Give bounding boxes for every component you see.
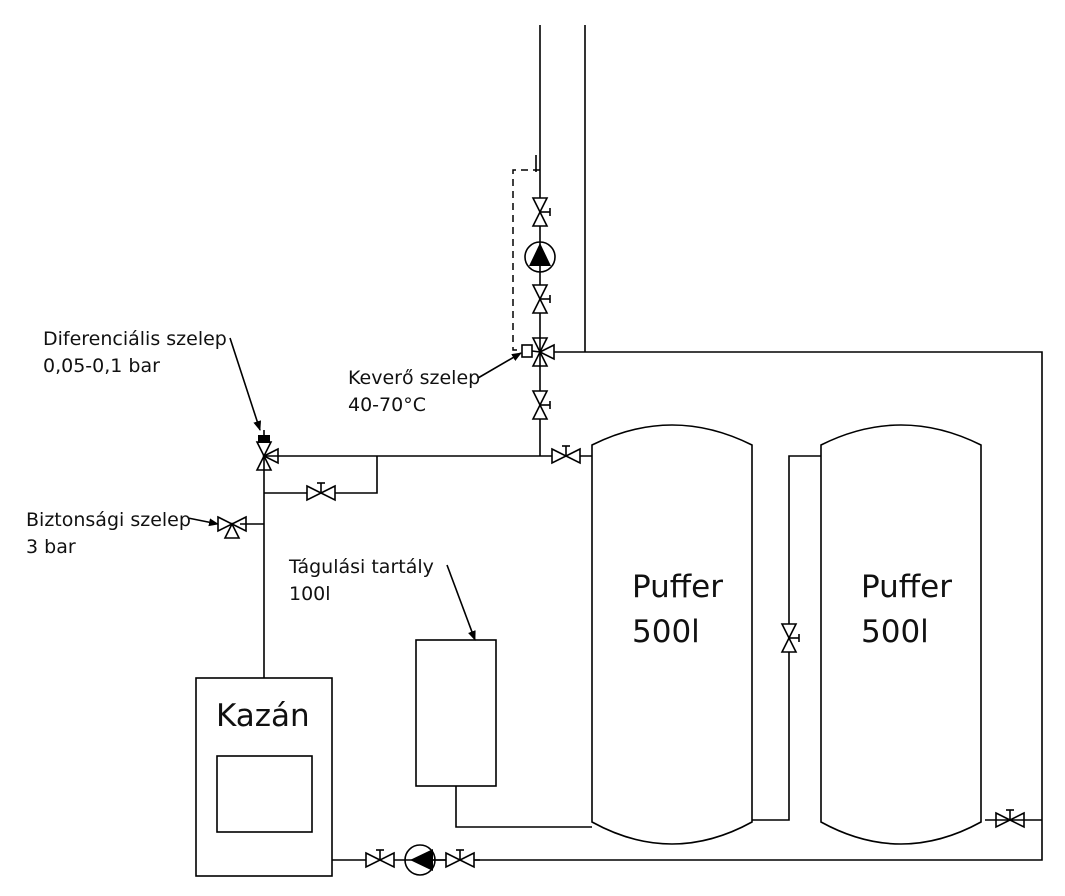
shutoff-valve-icon [551,445,581,464]
expansion-tank-label: Tágulási tartály [288,556,434,578]
safety-valve-label: Biztonsági szelep [26,509,191,531]
mixing-valve-spec: 40-70°C [348,394,426,416]
mixing-valve-icon [521,337,555,367]
buffer1-label: Puffer [632,569,723,605]
shutoff-valve-icon [781,623,800,653]
return-loop-pipe [432,351,1043,861]
expansion-tank-pipe [455,786,592,828]
buffer-tank-1 [591,424,753,845]
boiler-pump-icon [404,844,436,876]
diff-valve-spec: 0,05-0,1 bar [43,355,160,377]
bypass-dashed-line [512,169,540,351]
shutoff-valve-icon [532,390,551,420]
shutoff-valve-icon [995,809,1025,828]
expansion-tank [415,639,497,787]
diff-valve-label: Diferenciális szelep [43,328,227,350]
boiler-window [216,755,313,833]
diff-valve-pointer [229,337,262,431]
safety-valve-spec: 3 bar [26,536,76,558]
boiler-label: Kazán [216,698,310,734]
differential-valve-icon [255,430,279,471]
balancing-valve-icon [306,482,336,501]
buffer2-volume: 500l [861,614,929,650]
buffer2-label: Puffer [861,569,952,605]
mixing-valve-label: Keverő szelep [348,367,480,389]
shutoff-valve-icon [532,284,551,314]
shutoff-valve-icon [445,849,475,868]
circulation-pump-icon [524,241,556,273]
expansion-tank-pointer [446,564,476,641]
safety-valve-pointer [187,517,219,527]
shutoff-valve-icon [532,197,551,227]
safety-valve-icon [217,515,247,539]
bypass-pipe [264,456,378,494]
mixing-valve-pointer [477,352,522,379]
boiler [195,677,333,877]
buffer-tank-2 [820,424,982,845]
shutoff-valve-icon [365,849,395,868]
tank-connection-pipe [752,455,821,821]
expansion-tank-spec: 100l [289,583,331,605]
buffer1-volume: 500l [632,614,700,650]
